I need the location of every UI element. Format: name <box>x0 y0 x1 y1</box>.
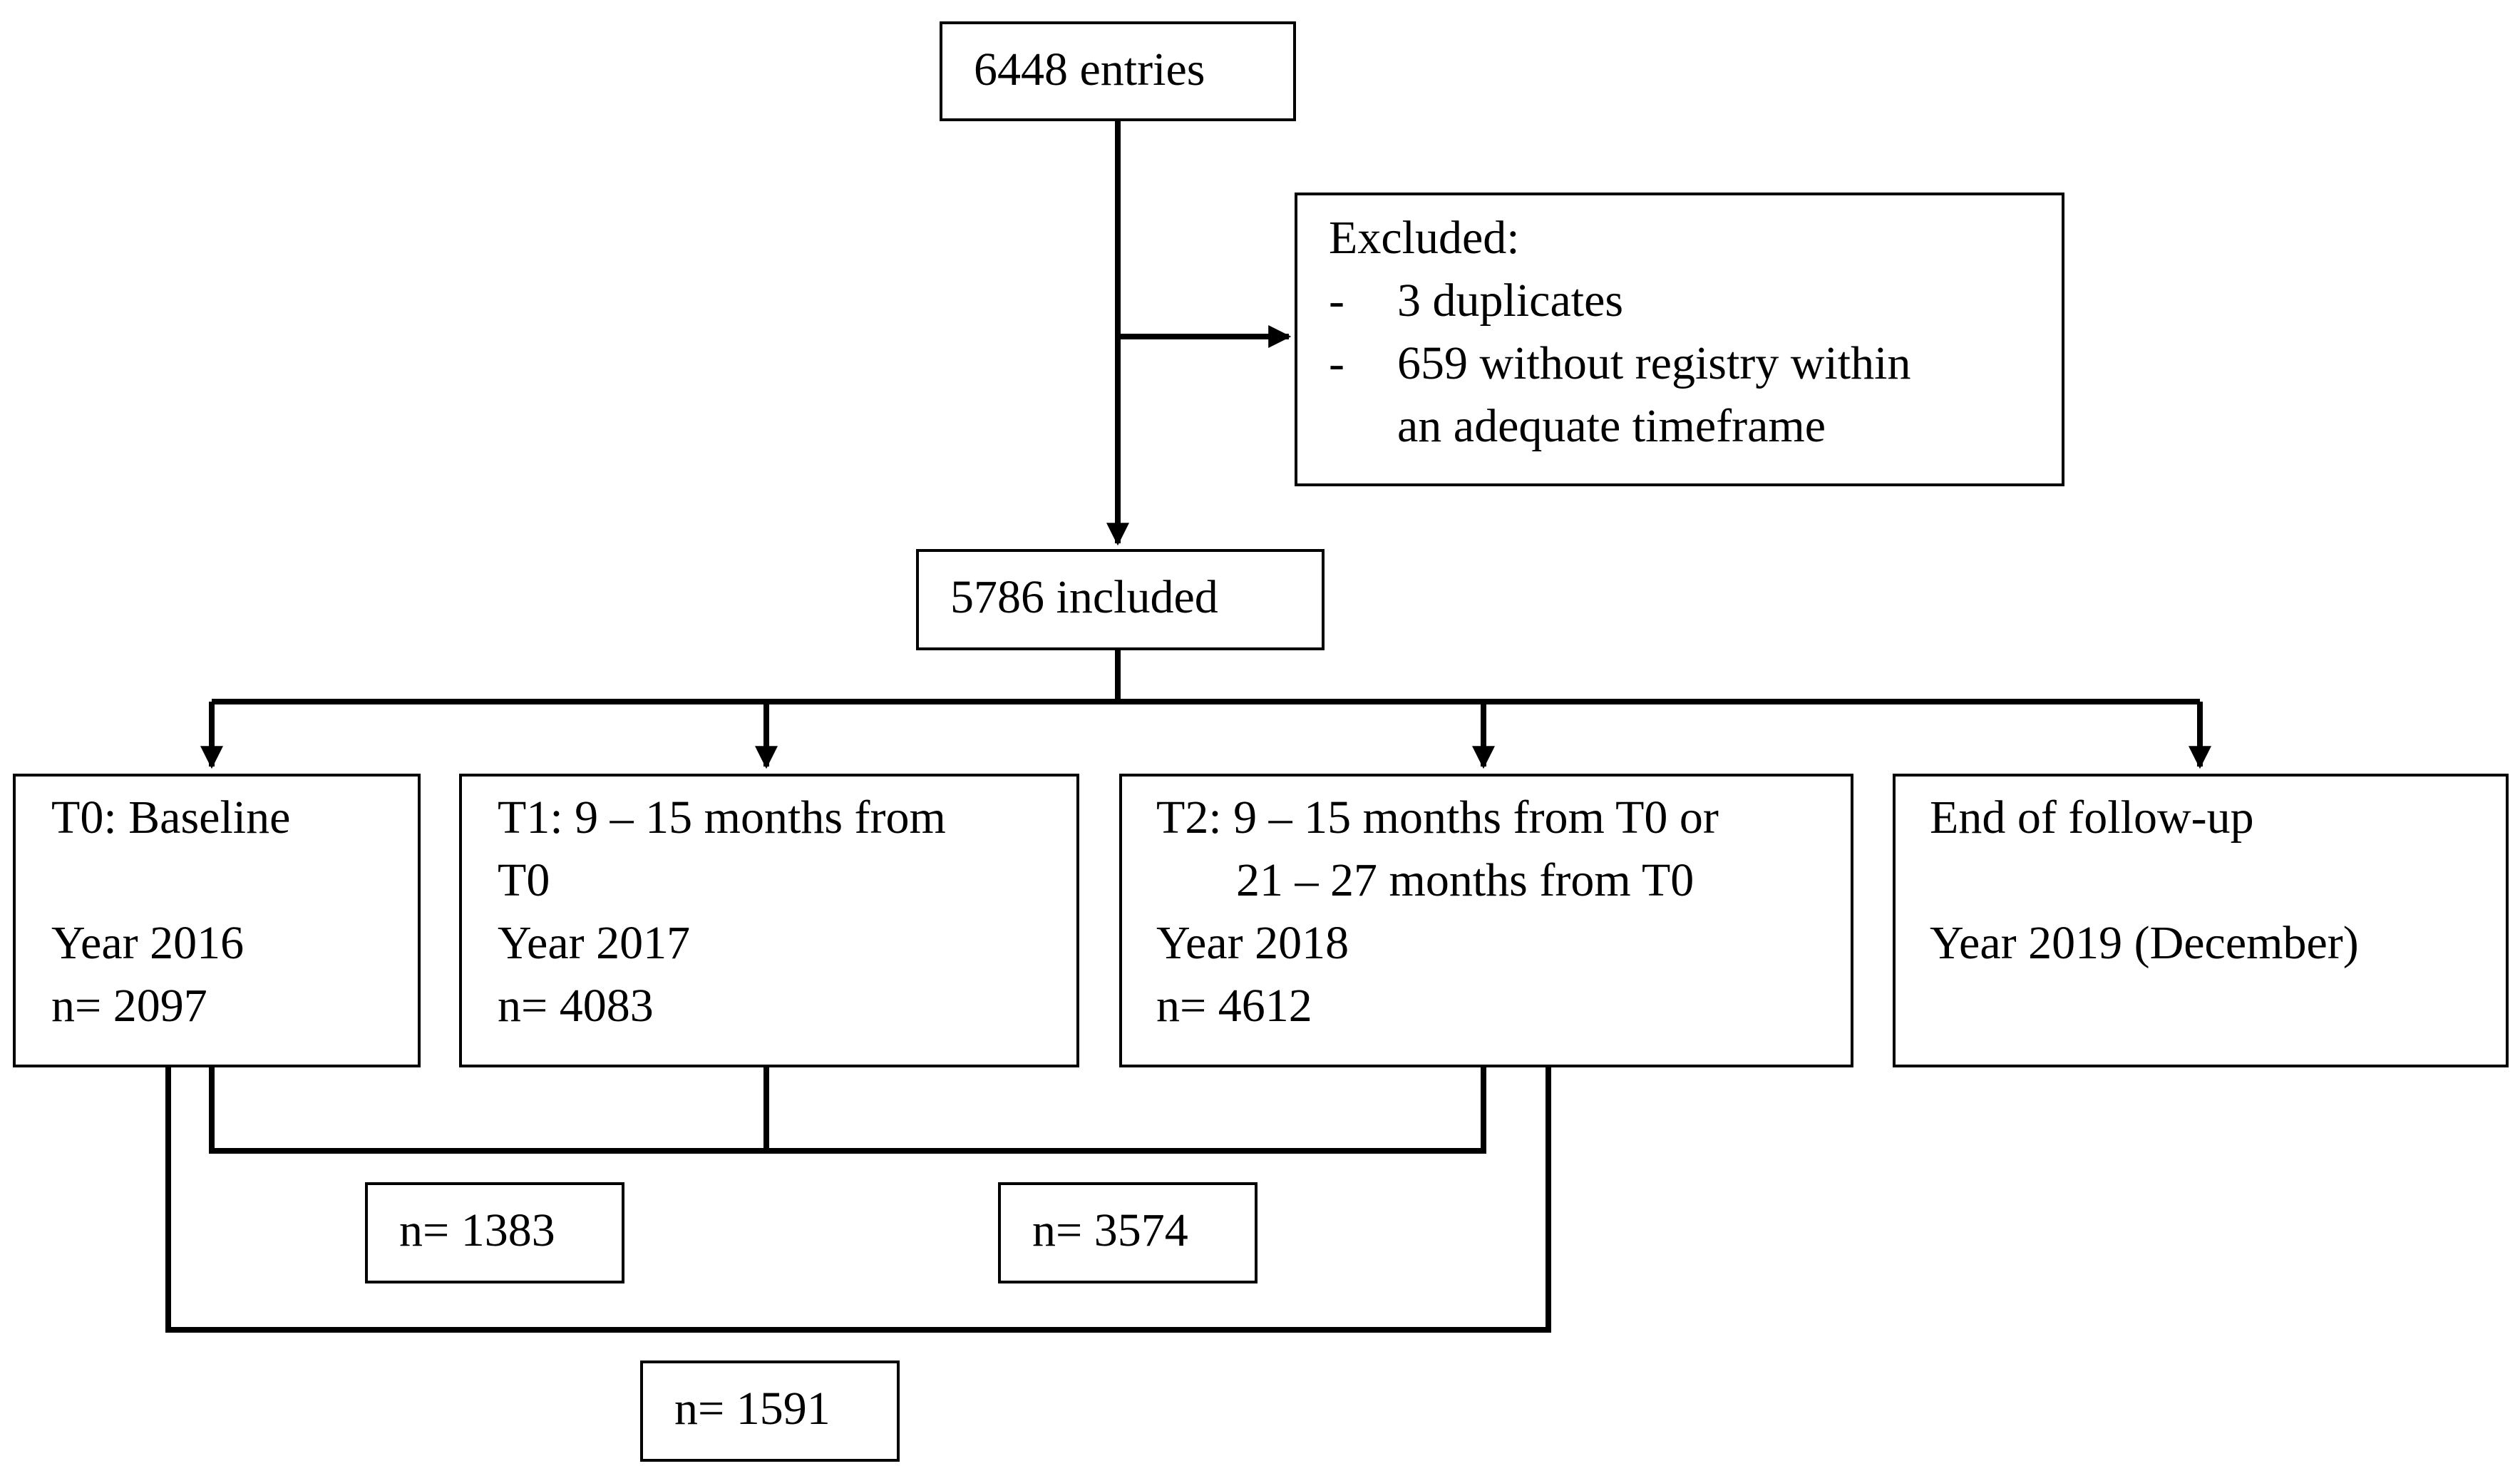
t0-title: T0: Baseline <box>51 791 291 844</box>
t0-year: Year 2016 <box>51 917 245 969</box>
entries-label: 6448 entries <box>974 43 1205 96</box>
included-box: 5786 included <box>916 549 1325 650</box>
included-label: 5786 included <box>950 571 1218 623</box>
n-t1-t2-box: n= 3574 <box>998 1182 1258 1283</box>
t2-year: Year 2018 <box>1156 917 1349 969</box>
t2-box: T2: 9 – 15 months from T0 or 21 – 27 mon… <box>1119 774 1853 1067</box>
t1-title-line2: T0 <box>498 854 550 906</box>
t2-title-line1: T2: 9 – 15 months from T0 or <box>1156 791 1719 844</box>
t1-year: Year 2017 <box>498 917 691 969</box>
t1-title-line1: T1: 9 – 15 months from <box>498 791 946 844</box>
end-year: Year 2019 (December) <box>1930 917 2359 969</box>
bracket-t0-t2 <box>165 1067 1551 1333</box>
t2-n: n= 4612 <box>1156 980 1312 1032</box>
n-t0-t2-label: n= 1591 <box>674 1383 830 1435</box>
excluded-item-registry: -659 without registry within <box>1329 337 1911 389</box>
excluded-item-registry-cont: an adequate timeframe <box>1397 400 1826 452</box>
n-t0-t1-label: n= 1383 <box>399 1204 555 1256</box>
excluded-box: Excluded: -3 duplicates -659 without reg… <box>1295 193 2064 486</box>
t0-n: n= 2097 <box>51 980 207 1032</box>
n-t0-t1-box: n= 1383 <box>365 1182 624 1283</box>
t1-box: T1: 9 – 15 months from T0 Year 2017 n= 4… <box>459 774 1079 1067</box>
n-t1-t2-label: n= 3574 <box>1032 1204 1188 1256</box>
bracket-t0-t1-t2 <box>209 1067 1486 1154</box>
t1-n: n= 4083 <box>498 980 654 1032</box>
n-t0-t2-box: n= 1591 <box>640 1360 900 1462</box>
excluded-item-duplicates: -3 duplicates <box>1329 275 1624 327</box>
end-followup-box: End of follow-up Year 2019 (December) <box>1893 774 2509 1067</box>
t2-title-line2: 21 – 27 months from T0 <box>1236 854 1694 906</box>
end-title: End of follow-up <box>1930 791 2254 844</box>
entries-box: 6448 entries <box>940 21 1296 121</box>
excluded-title: Excluded: <box>1329 212 1520 264</box>
t0-box: T0: Baseline Year 2016 n= 2097 <box>13 774 421 1067</box>
